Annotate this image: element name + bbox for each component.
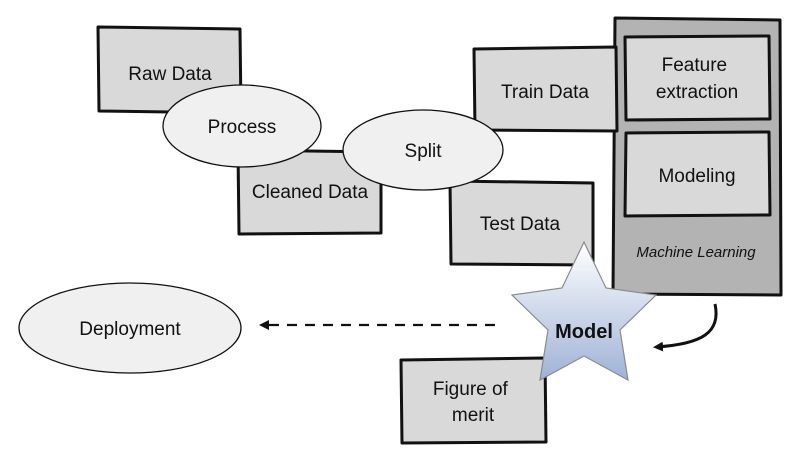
train-data-box: Train Data <box>472 45 619 133</box>
deployment-ellipse: Deployment <box>18 282 242 374</box>
svg-text:Figure of merit: Figure of merit <box>433 379 513 426</box>
machine-learning-label: Machine Learning <box>636 244 756 261</box>
raw-data-label: Raw Data <box>128 64 212 85</box>
feature-extraction-line1: Feature <box>662 55 727 76</box>
figure-of-merit-box: Figure of merit <box>399 356 548 445</box>
test-data-box: Test Data <box>448 179 595 267</box>
split-ellipse: Split <box>342 109 504 191</box>
modeling-label: Modeling <box>658 166 735 187</box>
split-label: Split <box>405 141 443 162</box>
figure-of-merit-line1: Figure of <box>433 379 509 400</box>
model-label: Model <box>555 321 613 343</box>
train-data-label: Train Data <box>501 82 589 103</box>
deployment-label: Deployment <box>79 319 181 340</box>
model-star: Model <box>510 240 658 382</box>
cleaned-data-label: Cleaned Data <box>252 182 369 203</box>
figure-of-merit-line2: merit <box>452 405 495 426</box>
curved-arrow-to-model <box>653 303 718 352</box>
feature-extraction-box: Feature extraction <box>623 34 772 122</box>
cleaned-data-box: Cleaned Data <box>236 148 383 236</box>
feature-extraction-line2: extraction <box>656 82 738 103</box>
test-data-label: Test Data <box>480 214 561 235</box>
process-ellipse: Process <box>162 84 322 168</box>
modeling-box: Modeling <box>623 130 772 218</box>
process-label: Process <box>208 117 277 138</box>
svg-text:Feature extraction: Feature extraction <box>656 55 738 103</box>
